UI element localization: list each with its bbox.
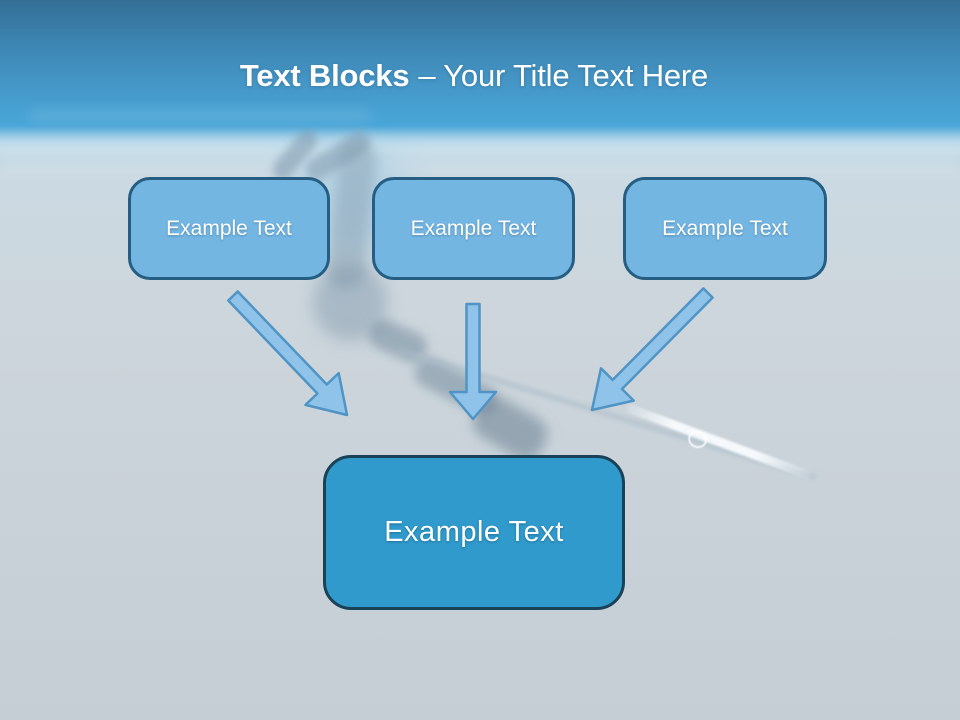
text-block-3-label: Example Text bbox=[662, 216, 788, 240]
center-text-block: Example Text bbox=[323, 455, 625, 610]
slide-title: Text Blocks– Your Title Text Here bbox=[0, 55, 954, 97]
arrow-left bbox=[227, 290, 349, 417]
text-block-2-label: Example Text bbox=[410, 216, 537, 240]
arrow-down bbox=[448, 302, 498, 421]
slide-title-bold: Text Blocks bbox=[239, 58, 410, 93]
water-surface-streak bbox=[0, 157, 960, 166]
water-surface-streak bbox=[30, 110, 370, 120]
text-block-1-label: Example Text bbox=[166, 216, 292, 240]
text-block-3: Example Text bbox=[623, 177, 827, 280]
arrow-right bbox=[590, 287, 714, 412]
text-block-2: Example Text bbox=[372, 177, 575, 280]
center-text-block-label: Example Text bbox=[384, 516, 564, 548]
diver-body-silhouette bbox=[313, 263, 387, 341]
water-surface-streak bbox=[0, 137, 960, 150]
text-block-1: Example Text bbox=[128, 177, 330, 280]
slide-title-regular: – Your Title Text Here bbox=[418, 58, 709, 93]
